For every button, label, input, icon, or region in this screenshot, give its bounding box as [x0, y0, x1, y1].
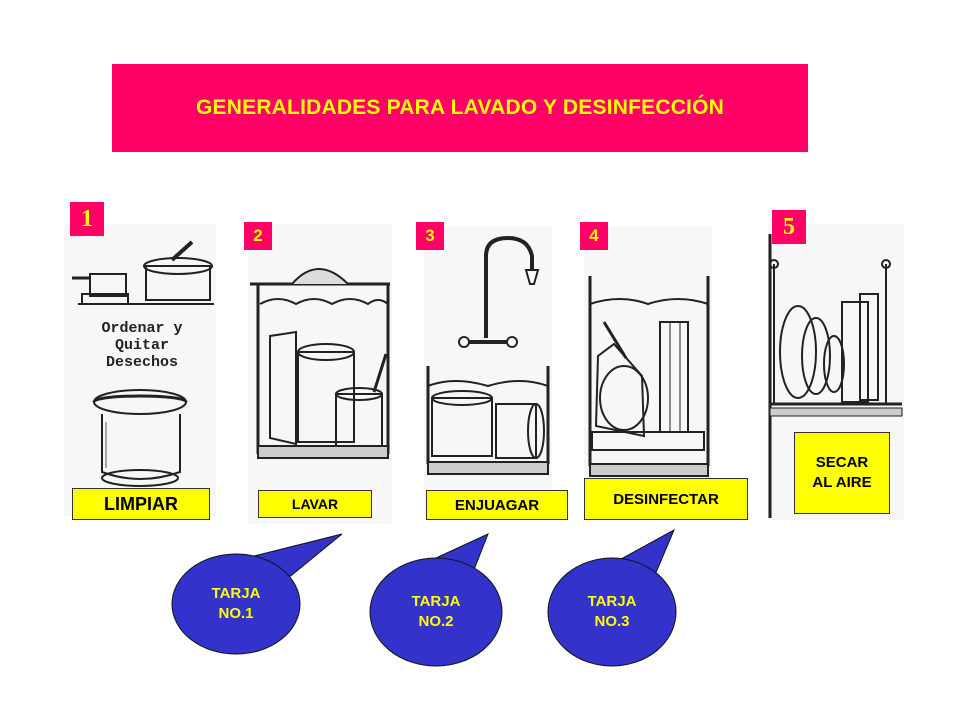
page-title: GENERALIDADES PARA LAVADO Y DESINFECCIÓN — [196, 96, 724, 119]
callout-3-line-2: NO.3 — [594, 613, 630, 630]
callout-1-line-1: TARJA — [211, 585, 261, 602]
step-number-1-text: 1 — [81, 205, 93, 232]
label-secar-line-1: SECAR — [815, 454, 869, 471]
desinfectar-illustration — [584, 226, 712, 488]
panel-desinfectar — [584, 226, 712, 488]
caption-line-2: Quitar — [114, 337, 169, 354]
label-limpiar-text: LIMPIAR — [104, 493, 178, 514]
panel-caption: Ordenar y Quitar Desechos — [84, 320, 200, 371]
label-enjuagar: ENJUAGAR — [426, 490, 568, 520]
panel-limpiar: Ordenar y Quitar Desechos — [64, 224, 216, 516]
step-number-5-text: 5 — [783, 213, 795, 240]
step-number-3-text: 3 — [425, 226, 435, 245]
step-number-2-text: 2 — [253, 226, 263, 245]
callout-tarja-3: TARJA NO.3 — [572, 592, 652, 632]
callout-2-line-1: TARJA — [411, 593, 461, 610]
step-number-4-text: 4 — [589, 226, 599, 245]
callout-3-bubble — [547, 557, 677, 667]
label-enjuagar-text: ENJUAGAR — [454, 496, 540, 514]
step-number-1: 1 — [70, 202, 104, 236]
label-limpiar: LIMPIAR — [72, 488, 210, 520]
enjuagar-illustration — [424, 226, 552, 516]
callout-1-bubble — [171, 553, 301, 655]
step-number-4: 4 — [580, 222, 608, 250]
callout-tarja-1: TARJA NO.1 — [196, 584, 276, 624]
lavar-illustration — [248, 224, 392, 524]
label-secar-line-2: AL AIRE — [812, 474, 872, 491]
label-secar: SECAR AL AIRE — [794, 432, 890, 514]
callout-1-line-2: NO.1 — [218, 605, 254, 622]
callout-2-line-2: NO.2 — [418, 613, 454, 630]
label-lavar-text: LAVAR — [291, 496, 339, 512]
step-number-2: 2 — [244, 222, 272, 250]
label-lavar: LAVAR — [258, 490, 372, 518]
callout-2-bubble — [369, 557, 503, 667]
caption-line-1: Ordenar y — [101, 320, 183, 337]
panel-enjuagar — [424, 226, 552, 516]
callout-tarja-2: TARJA NO.2 — [396, 592, 476, 632]
label-desinfectar: DESINFECTAR — [584, 478, 748, 520]
panel-lavar — [248, 224, 392, 524]
limpiar-illustration — [64, 224, 216, 516]
label-desinfectar-text: DESINFECTAR — [613, 490, 719, 508]
step-number-5: 5 — [772, 210, 806, 244]
caption-line-3: Desechos — [105, 354, 178, 371]
step-number-3: 3 — [416, 222, 444, 250]
title-banner: GENERALIDADES PARA LAVADO Y DESINFECCIÓN — [112, 64, 808, 152]
callout-3-line-1: TARJA — [587, 593, 637, 610]
